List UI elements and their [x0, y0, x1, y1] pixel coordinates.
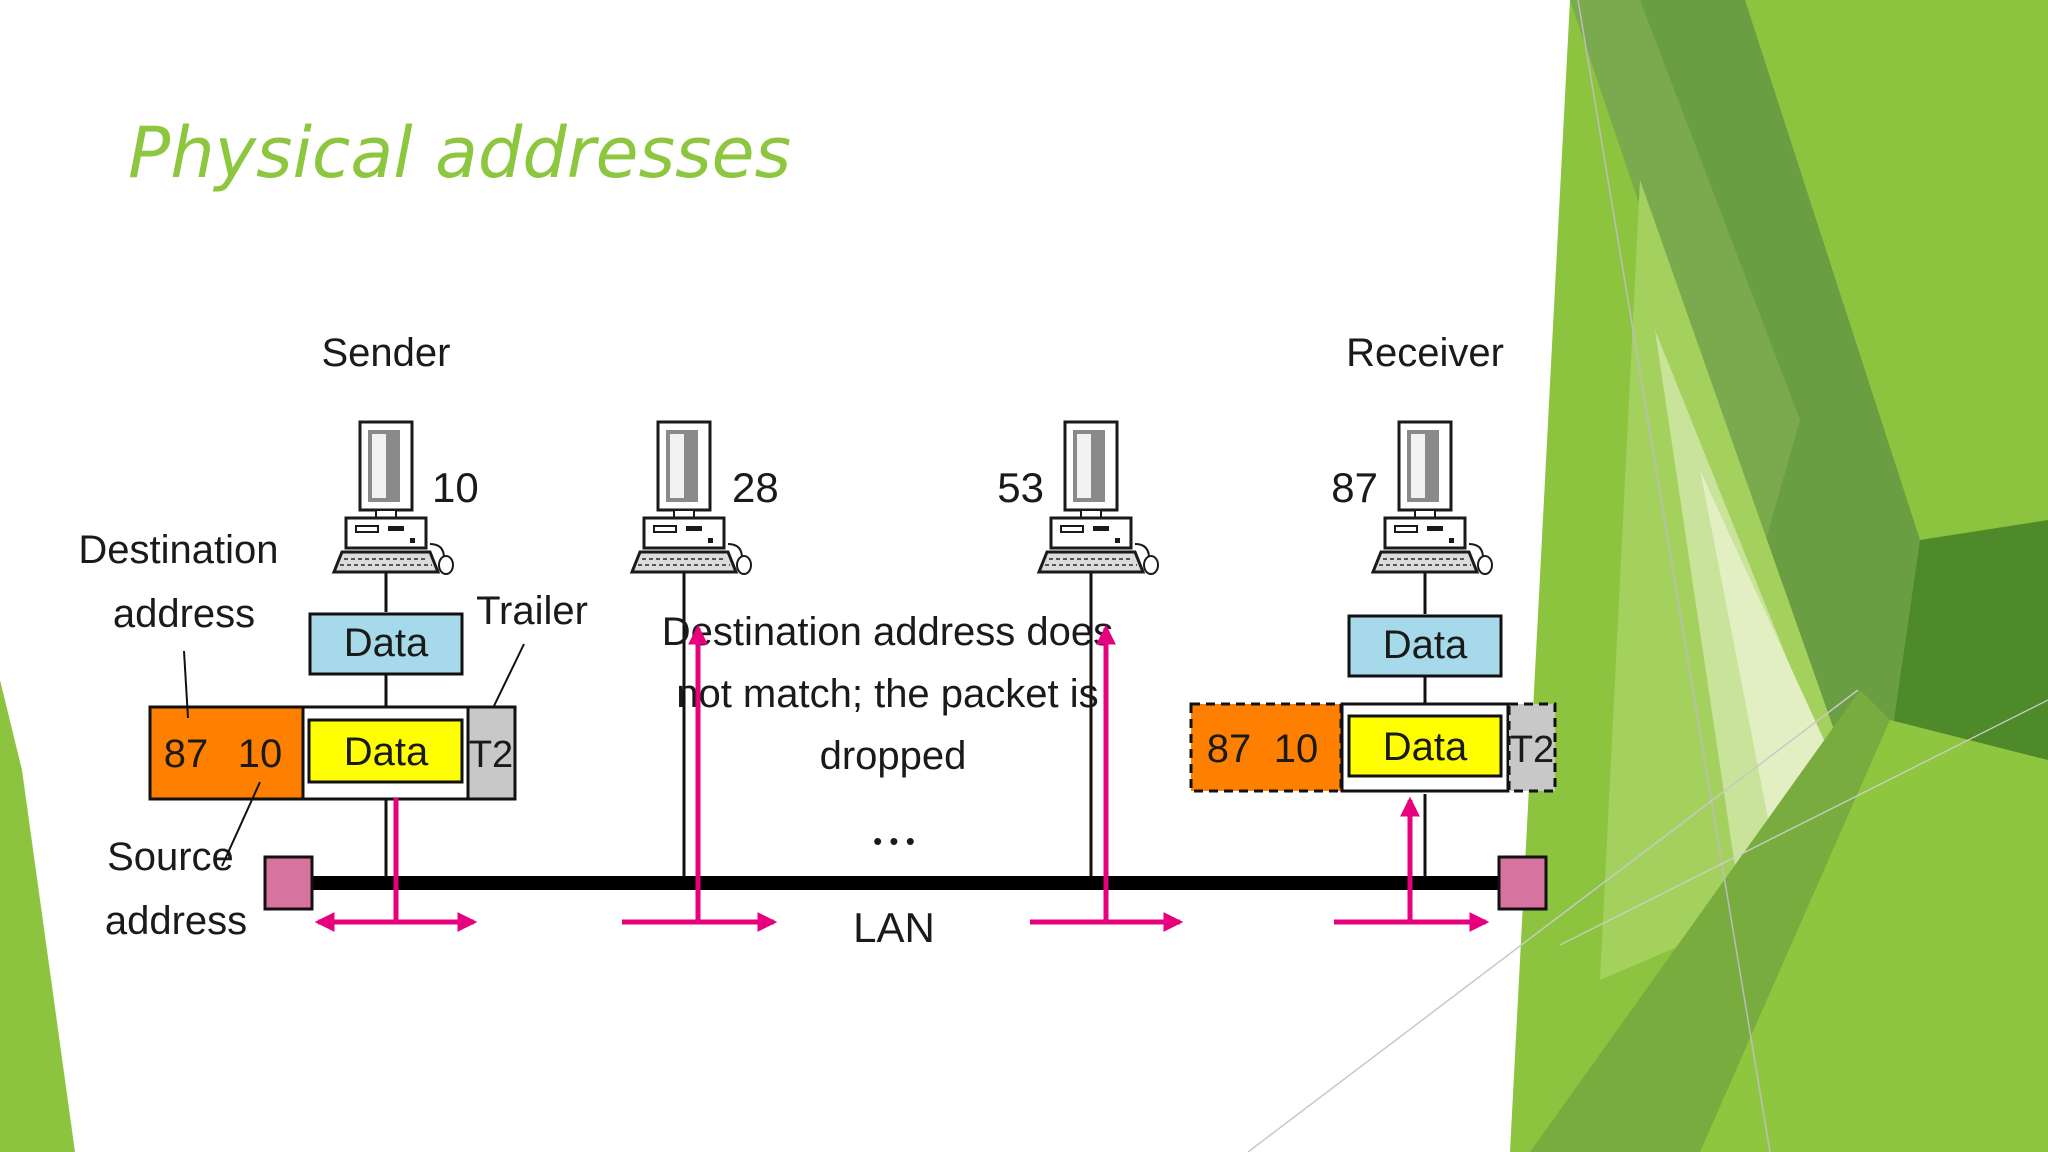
left-decoration [0, 680, 75, 1152]
lan-bus [263, 855, 1548, 911]
receiver-frame: 87 10 Data T2 [1189, 702, 1557, 793]
more-stations-ellipsis: • • • [873, 826, 915, 856]
lan-label: LAN [853, 904, 935, 951]
sender-label: Sender [322, 331, 451, 375]
svg-text:Data: Data [344, 621, 429, 665]
source-address-value: 10 [238, 732, 283, 776]
sender-data-block: Data [308, 612, 464, 676]
svg-text:Data: Data [1383, 725, 1468, 769]
frame-data-label: Data [344, 730, 429, 774]
station-drop-lines [384, 570, 1427, 877]
right-decoration [1247, 0, 2048, 1152]
receiver-data-block: Data [1347, 614, 1503, 678]
trailer-callout: Trailer [476, 589, 588, 633]
trailer-value: T2 [469, 734, 513, 776]
sender-address-label: 10 [432, 464, 479, 511]
left-terminator [263, 855, 314, 911]
svg-text:10: 10 [1274, 727, 1319, 771]
slide-title: Physical addresses [128, 112, 792, 194]
svg-text:T2: T2 [1510, 729, 1554, 771]
receiver-computer [1371, 420, 1494, 576]
packet-dropped-note: Destination address does not match; the … [662, 610, 1125, 778]
svg-text:87: 87 [1207, 727, 1252, 771]
receiver-label: Receiver [1346, 331, 1504, 375]
source-callout-line [221, 781, 261, 867]
right-terminator [1497, 855, 1548, 911]
receiver-address-label: 87 [1331, 464, 1378, 511]
destination-callout-line [183, 650, 189, 719]
source-address-callout: Source address [105, 835, 247, 943]
sender-frame: 87 10 Data T2 [148, 705, 517, 801]
station-53-address-label: 53 [997, 464, 1044, 511]
station-53-computer [1037, 420, 1160, 576]
station-28-address-label: 28 [732, 464, 779, 511]
destination-address-value: 87 [164, 732, 209, 776]
trailer-callout-line [492, 643, 525, 709]
destination-address-callout: Destination address [78, 528, 289, 636]
signal-arrows [314, 624, 1490, 932]
svg-text:Data: Data [1383, 623, 1468, 667]
